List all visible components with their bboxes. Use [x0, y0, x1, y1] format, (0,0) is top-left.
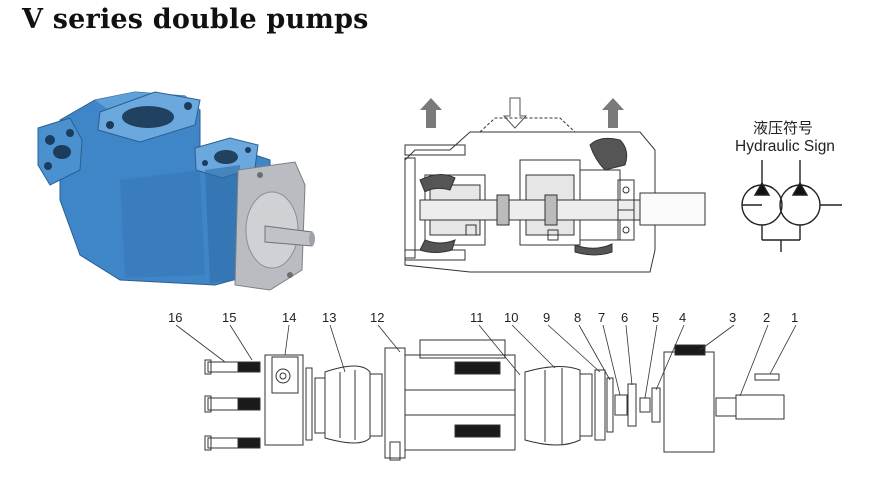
- outlet-arrow-left: [420, 98, 442, 128]
- inlet-arrow: [502, 97, 528, 129]
- leader-lines: [175, 324, 797, 399]
- part-number-2: 2: [763, 310, 770, 325]
- part-number-8: 8: [574, 310, 581, 325]
- hydraulic-sign-label-zh: 液压符号: [753, 119, 814, 137]
- page-title: V series double pumps: [22, 4, 369, 35]
- outlet-arrow-right: [602, 98, 624, 128]
- part-number-10: 10: [504, 310, 518, 325]
- bolt-set: [204, 359, 261, 451]
- part-number-12: 12: [370, 310, 384, 325]
- part-number-6: 6: [621, 310, 628, 325]
- part-number-4: 4: [679, 310, 686, 325]
- part-number-9: 9: [543, 310, 550, 325]
- part-number-15: 15: [222, 310, 236, 325]
- part-number-13: 13: [322, 310, 336, 325]
- part-number-5: 5: [652, 310, 659, 325]
- pump-photo: [37, 91, 315, 291]
- part-number-14: 14: [282, 310, 296, 325]
- part-number-11: 11: [470, 310, 484, 325]
- pump-section-drawing: [404, 97, 706, 273]
- part-number-1: 1: [791, 310, 798, 325]
- exploded-view: [204, 339, 785, 461]
- hydraulic-symbol: [741, 160, 842, 252]
- hydraulic-sign-label-en: Hydraulic Sign: [735, 138, 835, 155]
- part-number-16: 16: [168, 310, 182, 325]
- part-number-7: 7: [598, 310, 605, 325]
- part-number-labels: 16 15 14 13 12 11 10 9 8 7 6 5 4 3 2 1: [168, 310, 798, 325]
- part-number-3: 3: [729, 310, 736, 325]
